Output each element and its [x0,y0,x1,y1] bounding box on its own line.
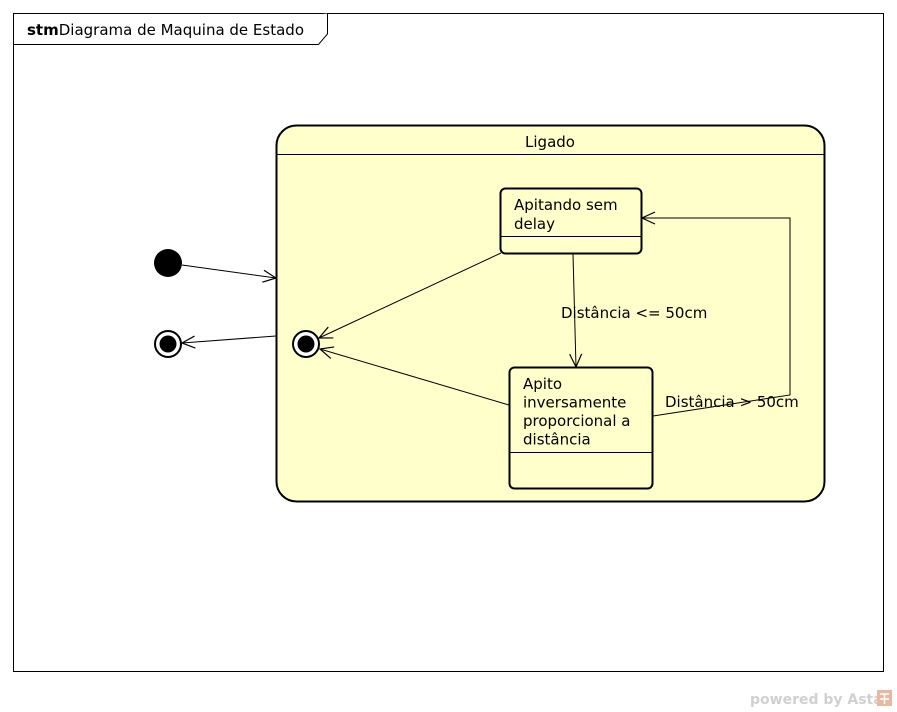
frame-kind-label: stm [27,21,59,39]
svg-text:Apitando sem delay: Apitando sem delay [514,196,622,233]
initial-pseudostate[interactable] [154,249,182,277]
transition-initial-to-ligado[interactable] [181,264,278,283]
state-apito-label-line4: distância [523,431,591,449]
frame-title: Diagrama de Maquina de Estado [59,21,304,39]
transition-label-to-no-delay: Distância > 50cm [665,393,799,411]
svg-text:Apito inversamente pro: Apito inversamente proporcional a distân… [523,375,635,449]
final-state-outer[interactable] [154,330,182,358]
composite-state-title: Ligado [525,133,575,151]
svg-text:stmDiagrama de Maquina de Esta: stmDiagrama de Maquina de Estado [27,21,304,39]
transition-ligado-to-final[interactable] [180,335,277,349]
state-apitando-label-line1: Apitando sem [514,196,618,214]
state-apito-label-line3: proporcional a [523,412,631,430]
diagram-frame [13,13,884,672]
composite-state-ligado[interactable] [275,124,826,503]
state-apito-label-line1: Apito [523,375,562,393]
transition-label-to-inverse: Distância <= 50cm [561,304,707,322]
transition-apitando-to-apito[interactable] [569,253,583,369]
astah-logo-icon [877,690,892,706]
final-state-inner[interactable] [292,330,320,358]
state-apitando-label-line2: delay [514,215,555,233]
transition-apitando-to-final[interactable] [317,252,502,339]
transition-apito-to-final[interactable] [318,346,510,406]
transition-apito-to-apitando[interactable] [640,211,791,417]
powered-by-watermark: powered by Astah [750,692,893,708]
state-apito-label-line2: inversamente [523,394,626,412]
frame-name-tab [13,13,328,45]
